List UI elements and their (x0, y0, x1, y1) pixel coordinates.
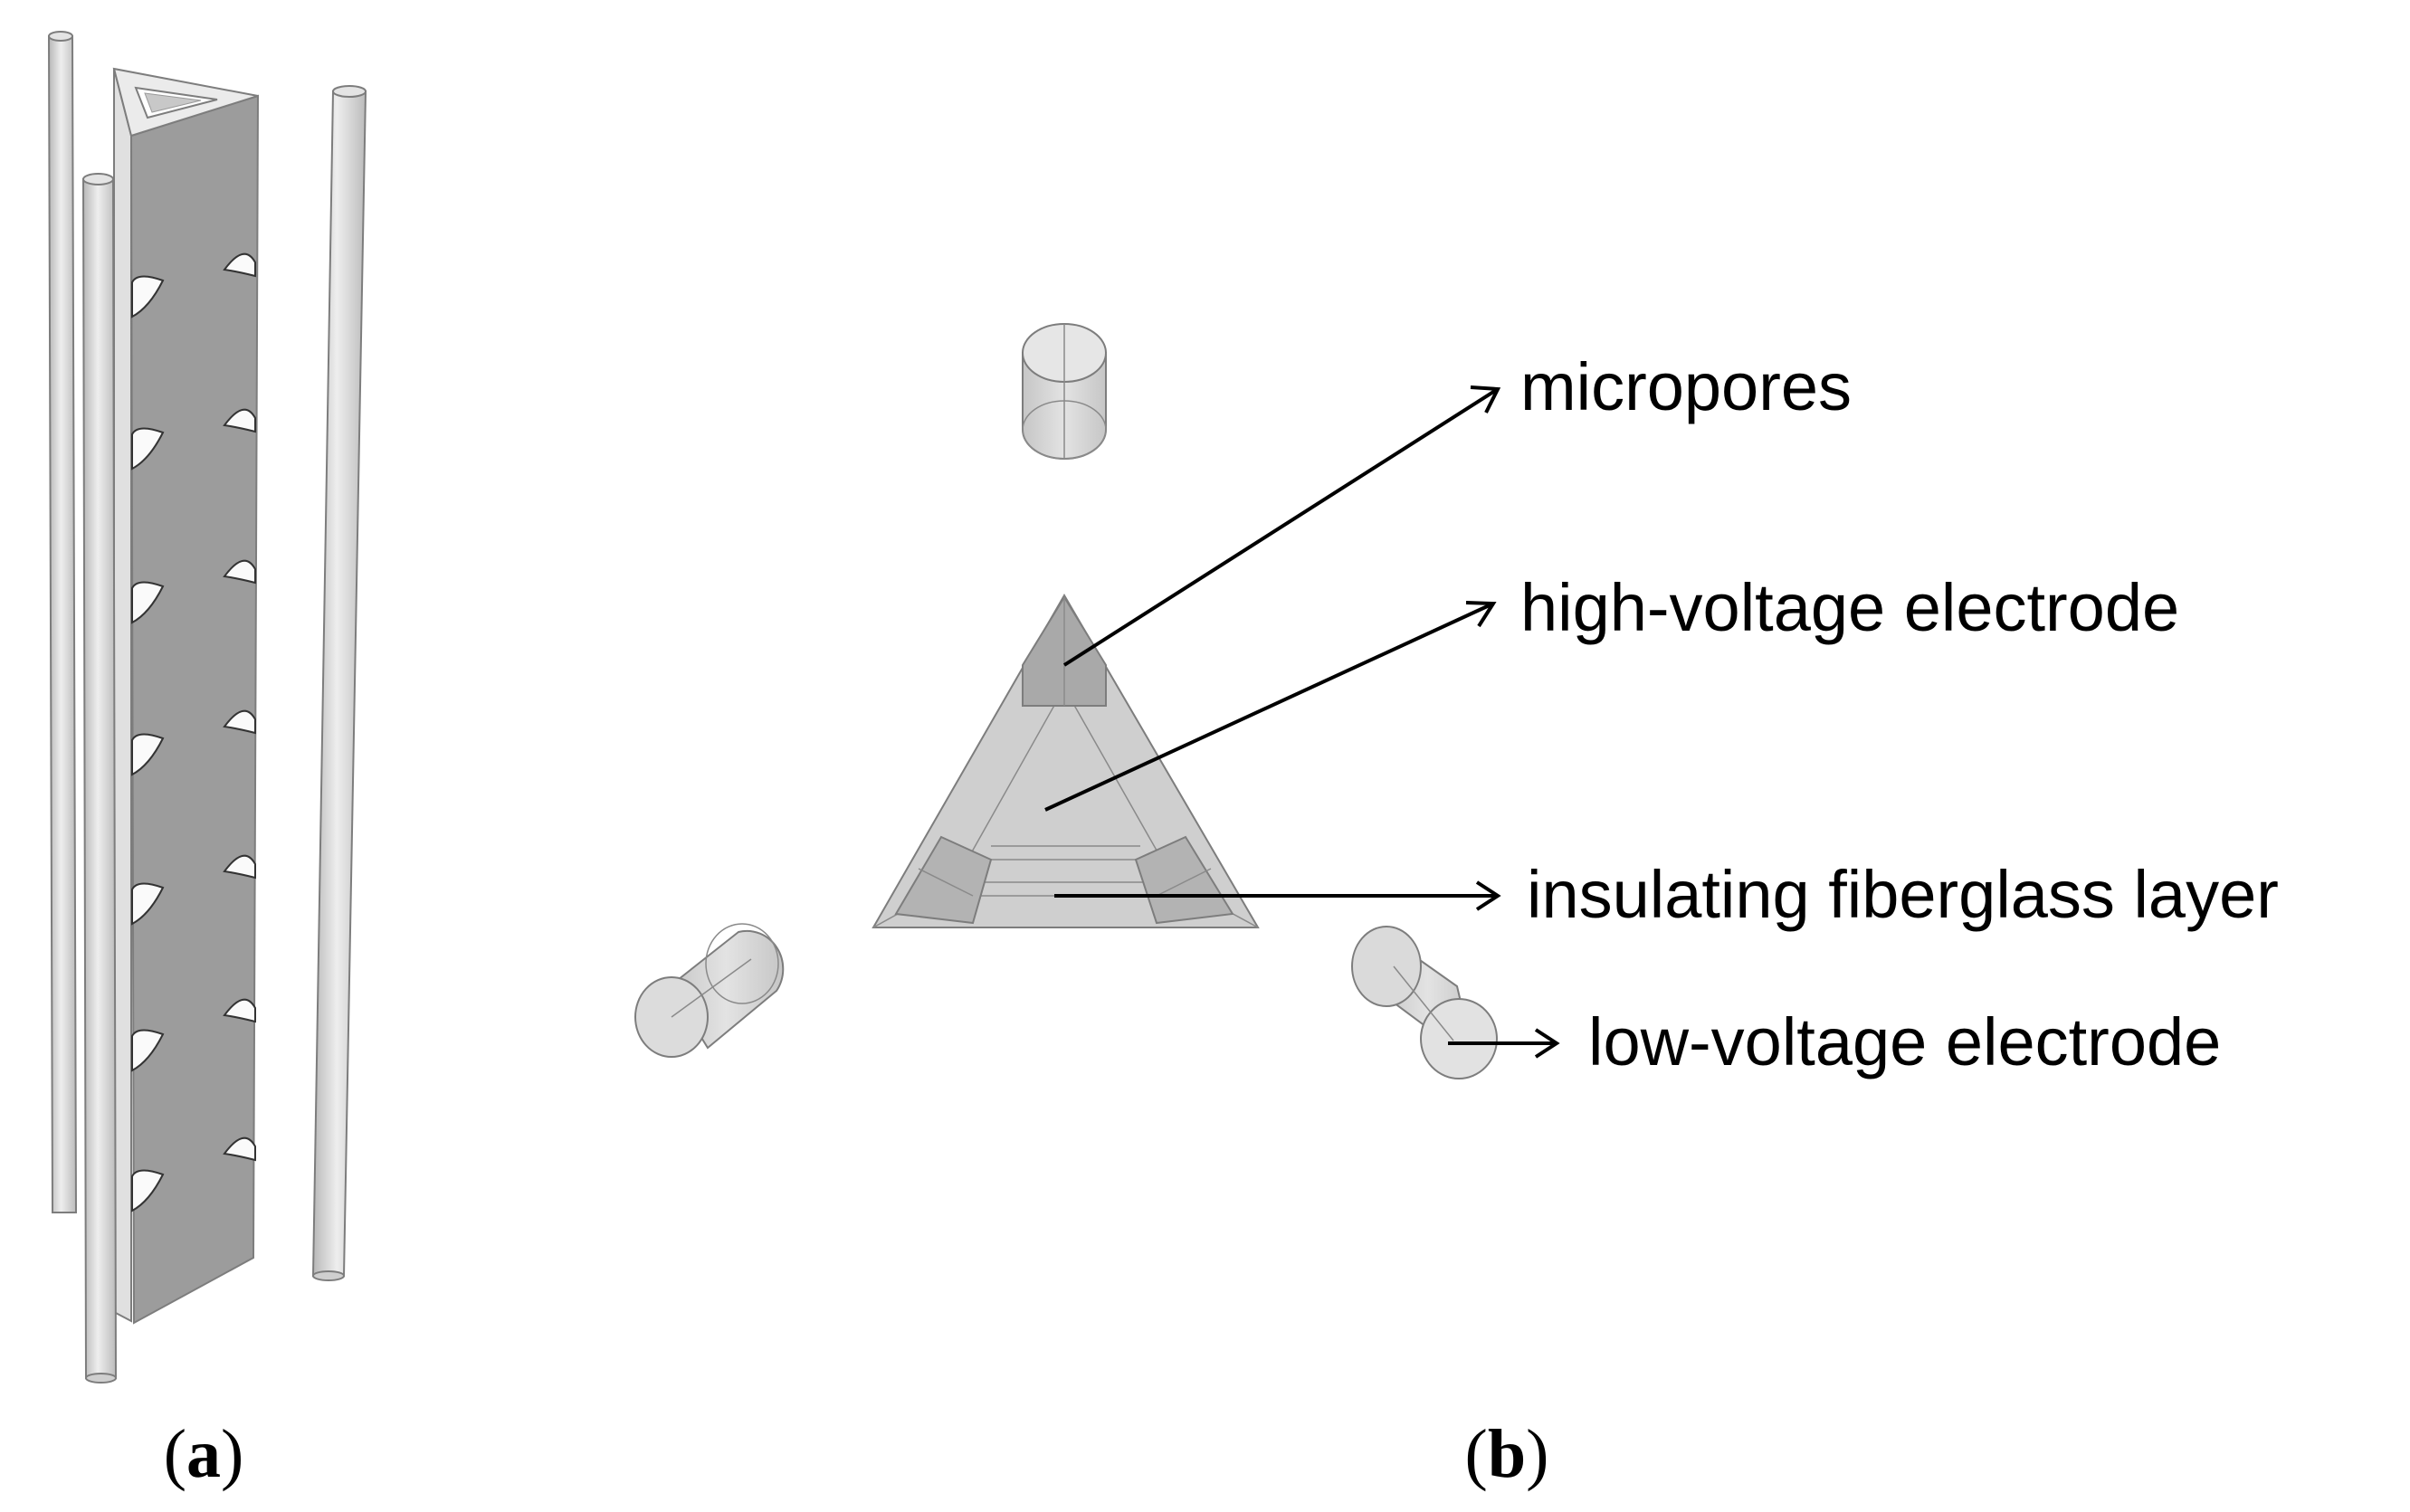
panel-b-caption: (b) (1465, 1416, 1549, 1492)
panel-a-caption: (a) (164, 1416, 244, 1492)
prism-top-view (872, 594, 1260, 928)
arrow-high-voltage-electrode (1044, 601, 1497, 812)
panel-a-3d-view: (a) (47, 31, 367, 1492)
arrow-micropores (1062, 385, 1501, 667)
prism-side-face (113, 68, 132, 1323)
low-voltage-electrode-bottom-right (1351, 926, 1498, 1079)
micropores-right-column (223, 252, 256, 1162)
low-voltage-rod-front-left (81, 173, 118, 1384)
label-micropores: micropores (1520, 349, 1852, 424)
panel-b-top-view: micropores high-voltage electrode insula… (634, 323, 2279, 1492)
micropores-left-column (131, 275, 165, 1212)
low-voltage-electrode-bottom-left (634, 923, 785, 1058)
low-voltage-rod-back-left (47, 31, 78, 1213)
label-insulating-fiberglass-layer: insulating fiberglass layer (1527, 857, 2279, 932)
arrow-low-voltage-electrode (1448, 1028, 1560, 1059)
low-voltage-rod-right (311, 85, 367, 1281)
arrow-insulating-layer (1054, 880, 1501, 911)
prism-top (112, 67, 259, 138)
label-low-voltage-electrode: low-voltage electrode (1588, 1004, 2221, 1079)
label-high-voltage-electrode: high-voltage electrode (1520, 570, 2179, 645)
low-voltage-electrode-top (1022, 323, 1107, 460)
